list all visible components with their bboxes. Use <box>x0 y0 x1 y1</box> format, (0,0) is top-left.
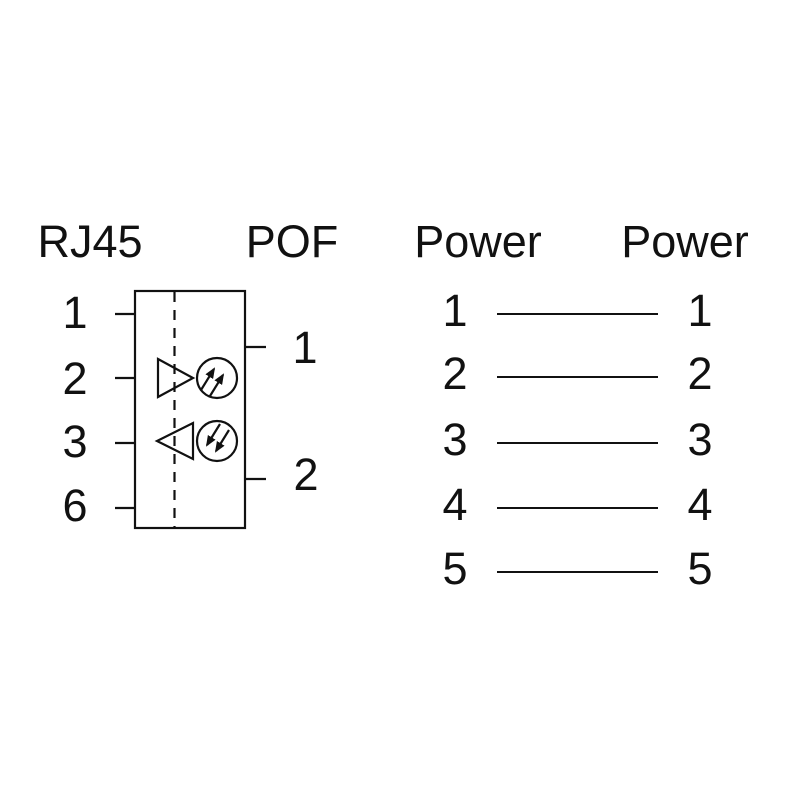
header-power-left: Power <box>414 216 542 267</box>
triangle-left-icon <box>154 421 195 461</box>
pof-port-label: 2 <box>293 449 318 500</box>
power-pin-label-right: 3 <box>687 414 712 465</box>
header-power-right: Power <box>621 216 749 267</box>
emitter-arrow <box>209 373 225 397</box>
emitter-circle <box>195 356 239 400</box>
header-pof: POF <box>246 216 339 267</box>
power-pin-label-right: 1 <box>687 285 712 336</box>
optical-detector-icon <box>195 419 239 463</box>
pof-port-label: 1 <box>292 322 317 373</box>
rj45-pin-label: 2 <box>62 353 87 404</box>
power-pin-label-right: 5 <box>687 543 712 594</box>
power-pinout-diagram: Power Power 1 2 3 4 5 1 2 3 4 5 <box>414 216 749 594</box>
rj45-pin-label: 1 <box>62 287 87 338</box>
detector-arrow <box>214 429 230 453</box>
converter-box <box>133 289 247 530</box>
fiber-converter-diagram: RJ45 POF 1 2 3 6 1 2 <box>37 216 338 531</box>
power-pin-label-right: 2 <box>687 348 712 399</box>
rj45-pin-label: 3 <box>62 416 87 467</box>
power-pin-label-left: 4 <box>442 479 467 530</box>
power-pin-label-left: 3 <box>442 414 467 465</box>
rj45-pin-label: 6 <box>62 480 87 531</box>
power-pin-label-left: 2 <box>442 348 467 399</box>
power-pin-label-right: 4 <box>687 479 712 530</box>
power-pin-label-left: 5 <box>442 543 467 594</box>
header-rj45: RJ45 <box>37 216 142 267</box>
detector-circle <box>195 419 239 463</box>
optical-emitter-icon <box>195 356 239 400</box>
triangle-right-icon <box>156 357 196 399</box>
power-pin-label-left: 1 <box>442 285 467 336</box>
emitter-arrow <box>200 367 216 391</box>
detector-arrow <box>205 423 221 447</box>
